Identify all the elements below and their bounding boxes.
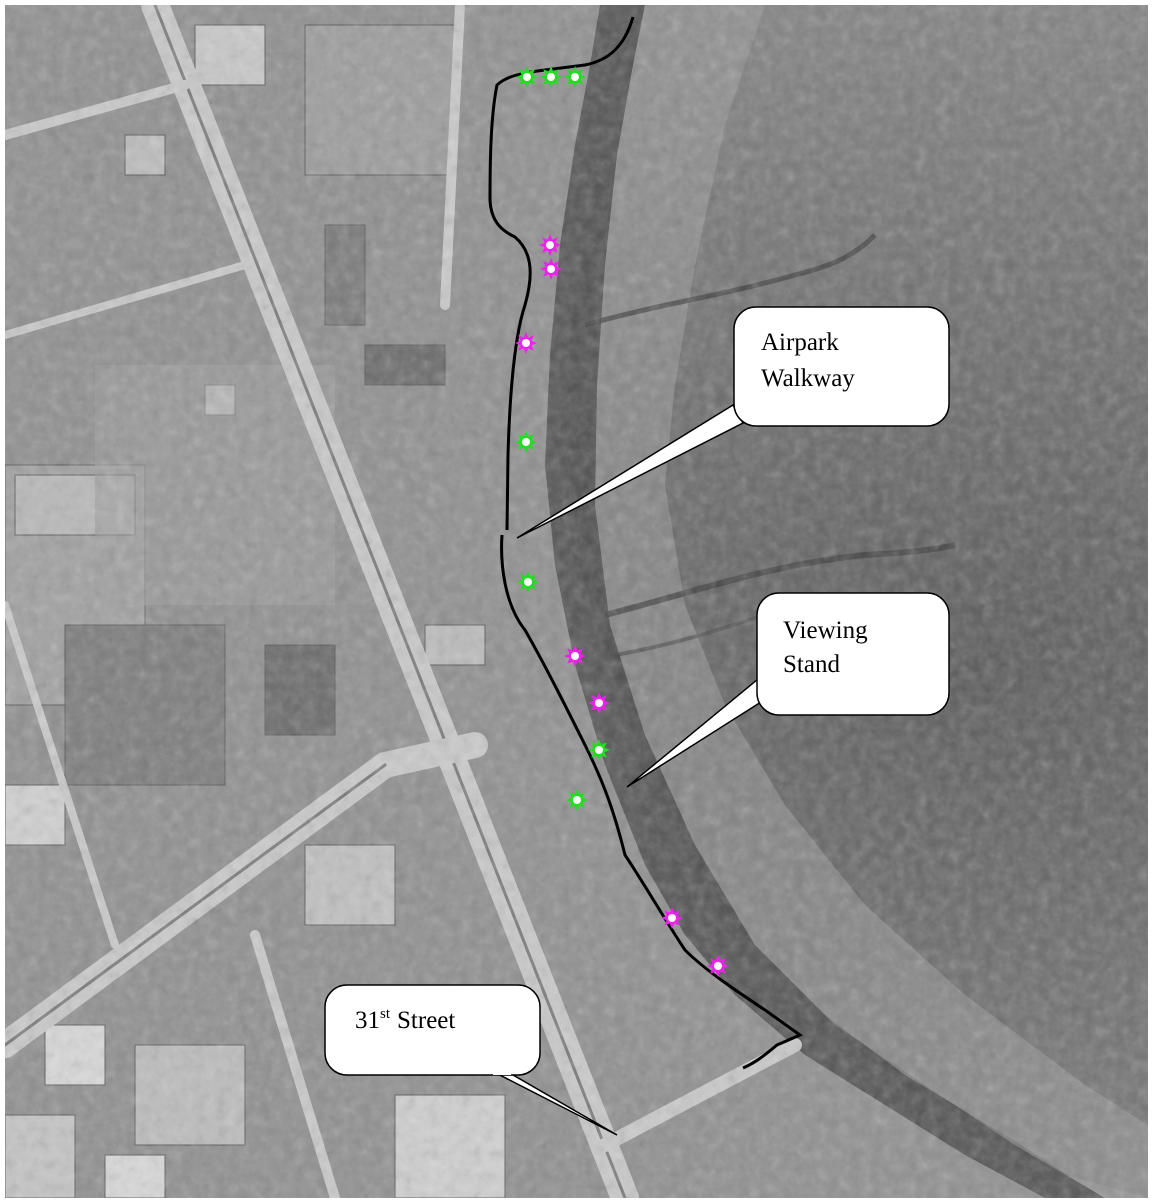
- green-marker: [516, 66, 538, 88]
- magenta-marker: [707, 955, 729, 977]
- callout-viewing-stand: Viewing Stand: [626, 592, 950, 788]
- magenta-marker: [588, 692, 610, 714]
- magenta-marker: [539, 234, 561, 256]
- magenta-marker: [661, 907, 683, 929]
- green-marker: [566, 789, 588, 811]
- photo-grain: [5, 5, 1148, 1198]
- green-marker: [564, 66, 586, 88]
- viewing-label-line1: Viewing: [783, 617, 868, 644]
- magenta-marker: [515, 332, 537, 354]
- airpark-walkway-trail: [500, 534, 804, 1070]
- callout-airpark-walkway: Airpark Walkway: [516, 306, 950, 539]
- airpark-label-line1: Airpark: [761, 329, 839, 356]
- green-marker: [540, 66, 562, 88]
- airpark-label-line2: Walkway: [761, 365, 855, 392]
- magenta-marker: [564, 645, 586, 667]
- magenta-marker: [540, 258, 562, 280]
- green-marker: [515, 431, 537, 453]
- green-marker: [517, 571, 539, 593]
- viewing-label-line2: Stand: [783, 651, 840, 678]
- green-marker: [588, 739, 610, 761]
